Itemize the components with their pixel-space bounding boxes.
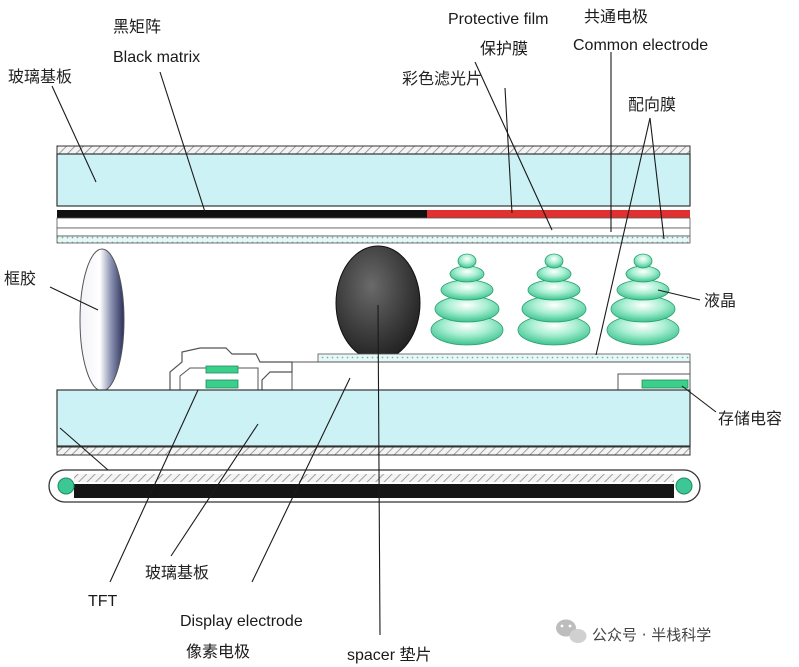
leader-storage-capacitor (681, 385, 717, 413)
label-glass-top: 玻璃基板 (8, 68, 72, 86)
label-common-electrode-cn: 共通电极 (584, 8, 648, 26)
sealant-frame-glue (79, 248, 125, 392)
label-protective-film-en: Protective film (448, 11, 548, 28)
wechat-icon (556, 619, 587, 643)
tft-source-pad (205, 379, 239, 389)
color-filter-layer (427, 210, 690, 218)
leader-alignment-film-a (649, 117, 665, 240)
black-matrix-layer (57, 210, 427, 218)
leader-spacer (377, 304, 381, 636)
right-roller (675, 477, 693, 495)
bottom-glass-substrate (56, 389, 691, 447)
label-tft: TFT (88, 593, 118, 610)
protective-film-layer (56, 217, 691, 229)
label-spacer: spacer 垫片 (347, 646, 431, 664)
label-sealant: 框胶 (4, 270, 36, 288)
leader-color-filter (504, 87, 513, 214)
top-alignment-film (56, 235, 691, 244)
tft-gate-pad (205, 365, 239, 374)
leader-glass-top (51, 85, 97, 183)
leader-glass-bottom-2 (170, 423, 259, 557)
bottom-polarizer-hatch (56, 446, 691, 456)
leader-glass-bottom (59, 427, 109, 471)
top-polarizer-hatch (56, 145, 691, 155)
liquid-crystal-molecule (517, 253, 591, 346)
common-electrode-layer (56, 227, 691, 237)
label-color-filter: 彩色滤光片 (402, 70, 482, 88)
leader-liquid-crystal (657, 289, 701, 301)
bottom-substrate (56, 347, 691, 456)
leader-black-matrix (159, 71, 206, 213)
leader-tft (109, 389, 199, 583)
label-protective-film-cn: 保护膜 (480, 40, 528, 58)
leader-display-electrode (251, 377, 351, 583)
leader-protective-film (474, 61, 553, 231)
leader-lines (49, 52, 717, 636)
top-substrate (56, 145, 691, 244)
label-black-matrix-en: Black matrix (113, 49, 200, 66)
top-glass-substrate (56, 153, 691, 207)
label-alignment-film: 配向膜 (628, 96, 676, 114)
belt-black-film (74, 484, 674, 498)
backlight-roller-belt (48, 469, 701, 503)
bottom-alignment-film (317, 353, 691, 363)
leader-sealant (49, 286, 99, 311)
liquid-crystal-molecule (430, 253, 504, 346)
liquid-crystal-molecule (606, 253, 680, 346)
label-display-electrode-en: Display electrode (180, 613, 303, 630)
label-storage-capacitor: 存储电容 (718, 410, 782, 428)
label-liquid-crystal: 液晶 (704, 292, 736, 310)
left-roller (57, 477, 75, 495)
liquid-crystal-molecules (430, 253, 680, 346)
leader-alignment-film-b (595, 117, 651, 356)
label-common-electrode-en: Common electrode (573, 37, 708, 54)
label-black-matrix-cn: 黑矩阵 (113, 18, 161, 36)
storage-capacitor-pad (641, 379, 689, 389)
watermark-text: 公众号 · 半栈科学 (592, 626, 711, 644)
label-glass-bottom: 玻璃基板 (145, 564, 209, 582)
label-display-electrode-cn: 像素电极 (186, 643, 250, 661)
watermark: 公众号 · 半栈科学 (556, 619, 711, 644)
